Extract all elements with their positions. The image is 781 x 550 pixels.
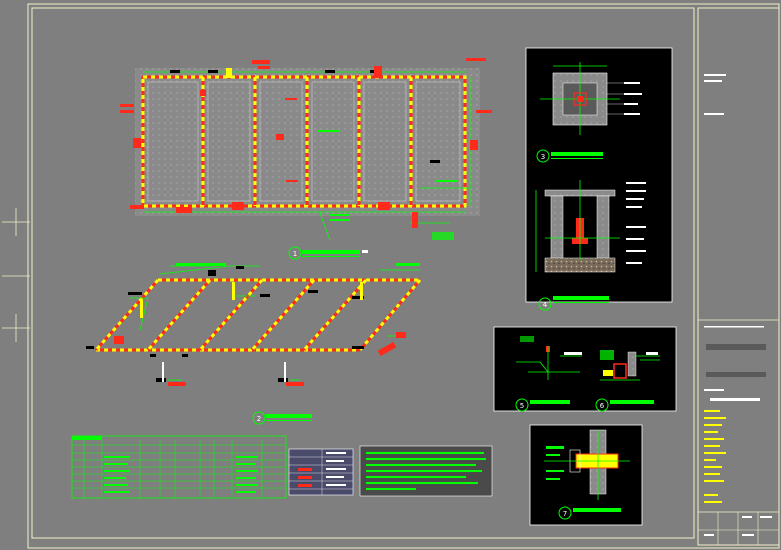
circled-number-icon (595, 398, 609, 412)
title-block (697, 7, 780, 546)
title-block-text-marks (704, 74, 772, 536)
view-5-title: 5 (515, 398, 570, 412)
view-5-number: 5 (520, 402, 524, 410)
detail-panel-5-6: 5 6 (493, 326, 677, 412)
view-3-title: 3 (536, 149, 603, 163)
drawing-frame (31, 7, 695, 539)
detail-panel-7: 7 (529, 424, 643, 526)
plan-view: 1 (120, 58, 492, 260)
circled-number-icon (252, 411, 266, 425)
view-3-number: 3 (541, 153, 545, 161)
view-4-number: 4 (543, 301, 548, 309)
circled-number-icon (515, 398, 529, 412)
crosshair-icon (2, 208, 30, 342)
circled-number-icon (538, 297, 552, 311)
legend-table (288, 448, 354, 496)
view-7-title: 7 (558, 506, 621, 520)
view-4-title: 4 (538, 296, 609, 311)
detail-panel-3-4: 3 4 (525, 47, 673, 311)
plan-annotations (120, 58, 492, 240)
view-7-number: 7 (563, 510, 567, 518)
circled-number-icon (536, 149, 550, 163)
view-1-number: 1 (293, 250, 297, 258)
axon-annotations (86, 263, 420, 386)
axonometric-view: 2 (86, 263, 422, 425)
circled-number-icon (288, 246, 302, 260)
view-6-number: 6 (600, 402, 605, 410)
notes-block (359, 445, 493, 497)
view-1-title: 1 (288, 246, 368, 260)
view-2-number: 2 (257, 415, 261, 423)
view-6-title: 6 (595, 398, 654, 412)
view-2-title: 2 (252, 411, 312, 425)
circled-number-icon (558, 506, 572, 520)
material-table (71, 435, 287, 499)
